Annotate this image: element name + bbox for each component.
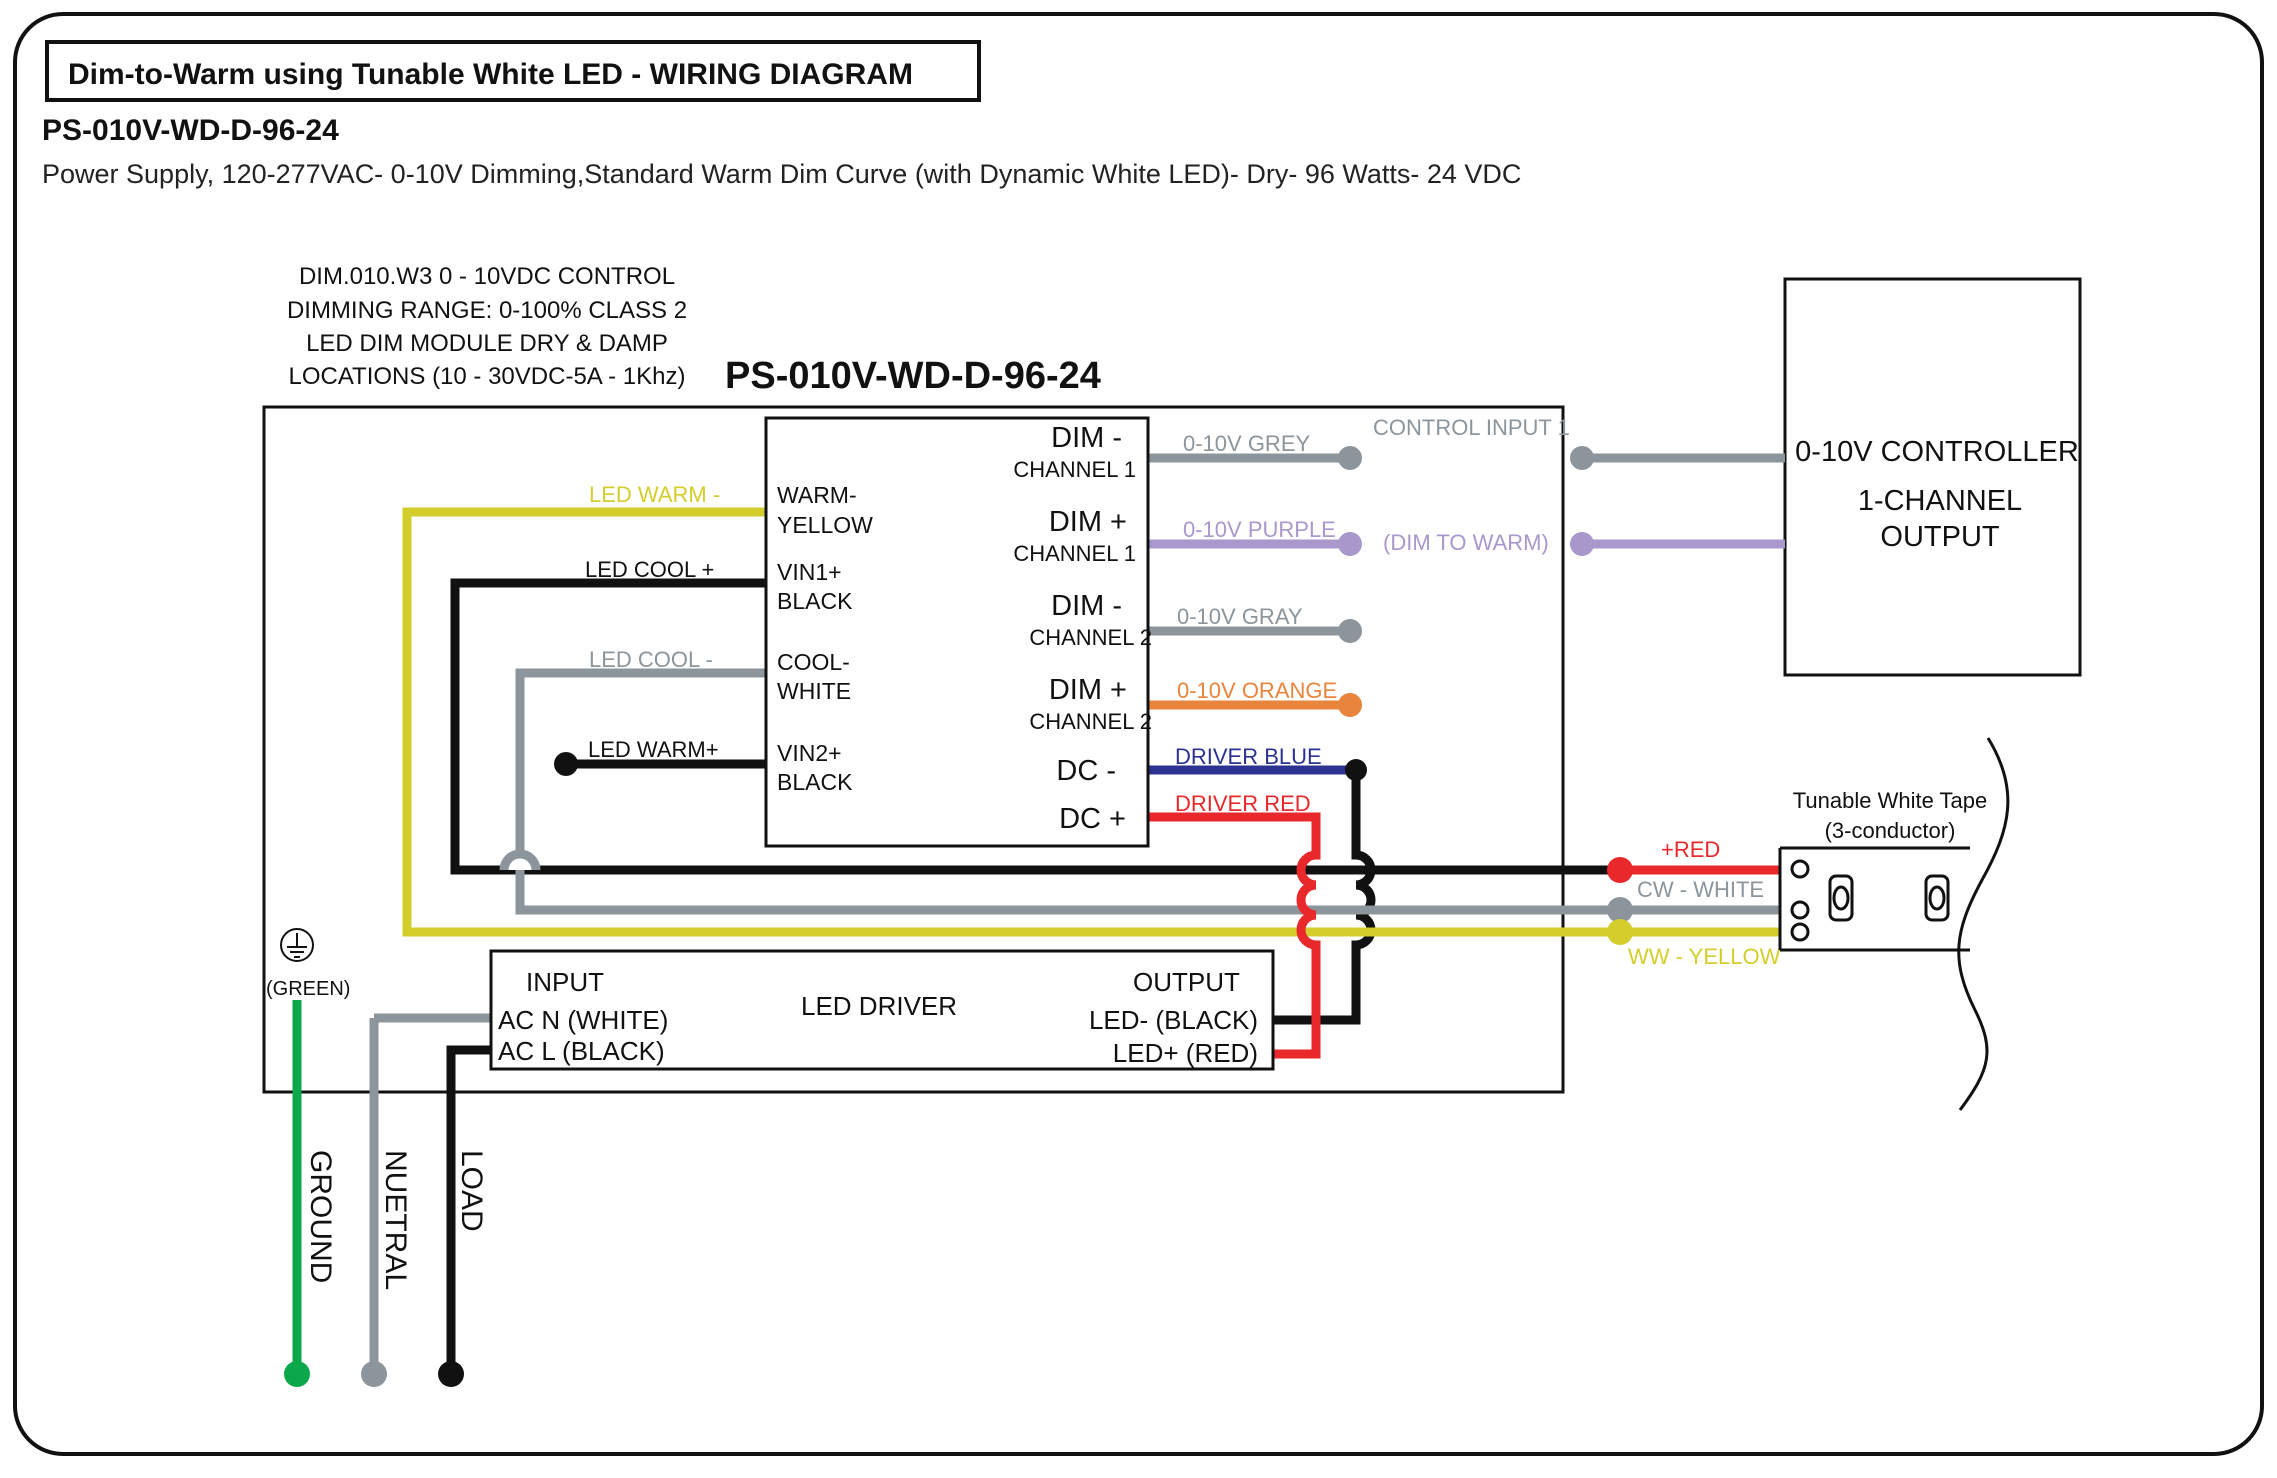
led-tape-strip: [1778, 846, 1970, 952]
wire-end-dot: [1338, 693, 1362, 717]
terminal-dim-minus-2-channel: CHANNEL 2: [1029, 625, 1152, 650]
controller-output: OUTPUT: [1880, 521, 2000, 553]
label-led-warm-plus: LED WARM+: [588, 737, 719, 762]
page-title: Dim-to-Warm using Tunable White LED - WI…: [68, 58, 913, 91]
label-led-cool-minus: LED COOL -: [589, 647, 713, 672]
tape-pad: [1790, 922, 1810, 942]
wire-warm-yellow: [402, 507, 1780, 937]
tape-pad: [1790, 900, 1810, 920]
dim-module-box: [764, 416, 1150, 848]
label-neutral: NUETRAL: [379, 1150, 412, 1290]
led-chip-icon: [1828, 874, 1854, 922]
label-driver-blue: DRIVER BLUE: [1175, 744, 1322, 769]
terminal-warm-color: YELLOW: [777, 512, 873, 538]
terminal-dim-minus-2: DIM -: [1051, 590, 1122, 622]
label-driver-red: DRIVER RED: [1175, 791, 1311, 816]
enclosure-label: PS-010V-WD-D-96-24: [725, 355, 1101, 397]
wire-crossover: [499, 849, 541, 871]
controller-channel: 1-CHANNEL: [1858, 485, 2022, 517]
terminal-dc-minus: DC -: [1056, 755, 1116, 787]
ground-color-label: (GREEN): [266, 978, 350, 1000]
terminal-vin1-color: BLACK: [777, 588, 853, 614]
title-box: [45, 40, 981, 102]
wire-end-dot: [1607, 897, 1633, 923]
wire-end-dot: [1570, 532, 1594, 556]
wire-vin1-black: [450, 578, 1780, 875]
terminal-vin2-color: BLACK: [777, 769, 853, 795]
label-0-10v-purple: 0-10V PURPLE: [1183, 517, 1336, 542]
wire-end-dot: [1338, 446, 1362, 470]
controller-title: 0-10V CONTROLLER: [1795, 436, 2079, 468]
wire-end-dot: [1570, 446, 1594, 470]
wire-end-dot: [1607, 857, 1633, 883]
product-description: Power Supply, 120-277VAC- 0-10V Dimming,…: [42, 159, 1521, 189]
driver-output-minus: LED- (BLACK): [1089, 1005, 1258, 1035]
led-driver-box: [489, 949, 1275, 1071]
label-0-10v-orange: 0-10V ORANGE: [1177, 678, 1337, 703]
driver-input-neutral: AC N (WHITE): [498, 1005, 668, 1035]
label-0-10v-grey: 0-10V GREY: [1183, 431, 1310, 456]
terminal-cool-label: COOL-: [777, 649, 850, 675]
wire-load: [446, 1045, 491, 1374]
led-chip-icon: [1924, 874, 1950, 922]
module-note-line-2: DIMMING RANGE: 0-100% CLASS 2: [287, 297, 687, 324]
tape-title: Tunable White Tape: [1793, 788, 1987, 813]
terminal-vin2-label: VIN2+: [777, 740, 842, 766]
terminal-warm-label: WARM-: [777, 482, 857, 508]
wire-cool-gray: [515, 668, 1780, 915]
driver-output-title: OUTPUT: [1133, 967, 1240, 997]
label-load: LOAD: [455, 1150, 488, 1232]
tape-subtitle: (3-conductor): [1825, 818, 1956, 843]
label-led-cool-plus: LED COOL +: [585, 557, 714, 582]
label-control-input: CONTROL INPUT 1: [1373, 415, 1570, 440]
label-0-10v-gray: 0-10V GRAY: [1177, 604, 1303, 629]
terminal-dc-plus: DC +: [1059, 803, 1126, 835]
label-plus-red: +RED: [1661, 837, 1720, 862]
ground-icon: [280, 928, 314, 962]
wire-end-dot: [438, 1361, 464, 1387]
terminal-vin1-label: VIN1+: [777, 559, 842, 585]
terminal-dim-minus-1: DIM -: [1051, 422, 1122, 454]
terminal-dim-plus-1-channel: CHANNEL 1: [1013, 541, 1136, 566]
terminal-dim-minus-1-channel: CHANNEL 1: [1013, 457, 1136, 482]
wire-driver-red: [1148, 812, 1321, 1059]
wire-end-dot: [1338, 619, 1362, 643]
label-cw-white: CW - WHITE: [1637, 877, 1764, 902]
terminal-dim-plus-2: DIM +: [1049, 674, 1127, 706]
tape-pad: [1790, 859, 1810, 879]
label-dim-to-warm: (DIM TO WARM): [1383, 530, 1549, 555]
wire-end-dot: [1338, 532, 1362, 556]
module-note-line-1: DIM.010.W3 0 - 10VDC CONTROL: [299, 263, 675, 290]
module-note-line-4: LOCATIONS (10 - 30VDC-5A - 1Khz): [288, 363, 685, 390]
power-supply-enclosure: [262, 405, 1565, 1094]
wire-end-dot: [361, 1361, 387, 1387]
terminal-cool-color: WHITE: [777, 678, 851, 704]
controller-box: [1783, 277, 2082, 677]
wire-end-dot: [1607, 919, 1633, 945]
tape-cut-line: [1957, 737, 2010, 1111]
driver-name: LED DRIVER: [801, 991, 957, 1021]
model-number: PS-010V-WD-D-96-24: [42, 114, 339, 147]
label-led-warm-minus: LED WARM -: [589, 482, 720, 507]
label-ww-yellow: WW - YELLOW: [1628, 944, 1781, 969]
terminal-dim-plus-1: DIM +: [1049, 506, 1127, 538]
label-ground: GROUND: [304, 1150, 337, 1283]
driver-input-title: INPUT: [526, 967, 604, 997]
module-note-line-3: LED DIM MODULE DRY & DAMP: [306, 330, 668, 357]
terminal-dim-plus-2-channel: CHANNEL 2: [1029, 709, 1152, 734]
wire-end-dot: [554, 752, 578, 776]
driver-input-line: AC L (BLACK): [498, 1036, 665, 1066]
wire-end-dot: [284, 1361, 310, 1387]
driver-output-plus: LED+ (RED): [1113, 1038, 1258, 1068]
